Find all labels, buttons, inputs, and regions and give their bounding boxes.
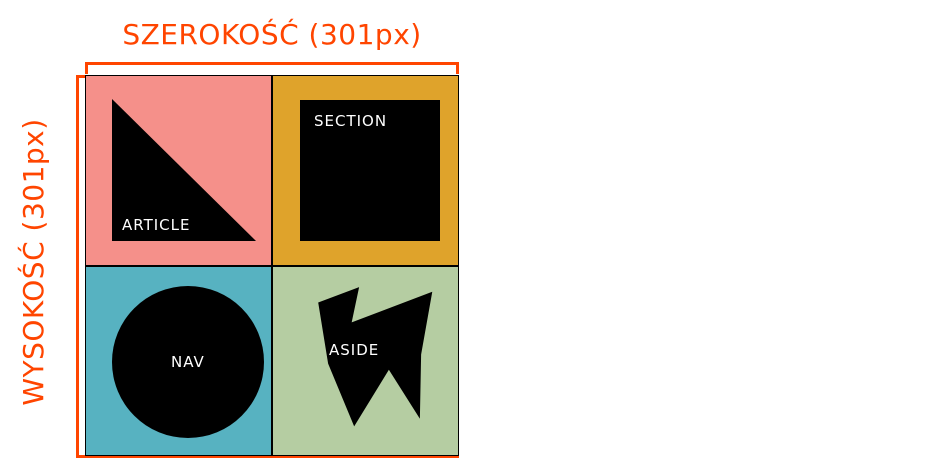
width-measure-bracket bbox=[85, 62, 459, 74]
height-dimension-label: WYSOKOŚĆ (301px) bbox=[17, 118, 50, 406]
bottom-measure-line bbox=[76, 455, 459, 458]
article-quadrant: ARTICLE bbox=[85, 75, 272, 266]
quadrant-grid: ARTICLE SECTION NAV ASIDE bbox=[85, 75, 459, 456]
article-label: ARTICLE bbox=[122, 216, 191, 234]
section-quadrant: SECTION bbox=[272, 75, 459, 266]
aside-label: ASIDE bbox=[329, 340, 380, 359]
nav-label: NAV bbox=[171, 352, 205, 371]
square-shape bbox=[300, 100, 440, 241]
nav-quadrant: NAV bbox=[85, 265, 272, 456]
circle-shape bbox=[112, 285, 264, 438]
aside-quadrant: ASIDE bbox=[272, 265, 459, 456]
height-measure-bracket bbox=[76, 75, 86, 456]
width-dimension-label: SZEROKOŚĆ (301px) bbox=[122, 18, 422, 51]
section-label: SECTION bbox=[314, 112, 388, 130]
